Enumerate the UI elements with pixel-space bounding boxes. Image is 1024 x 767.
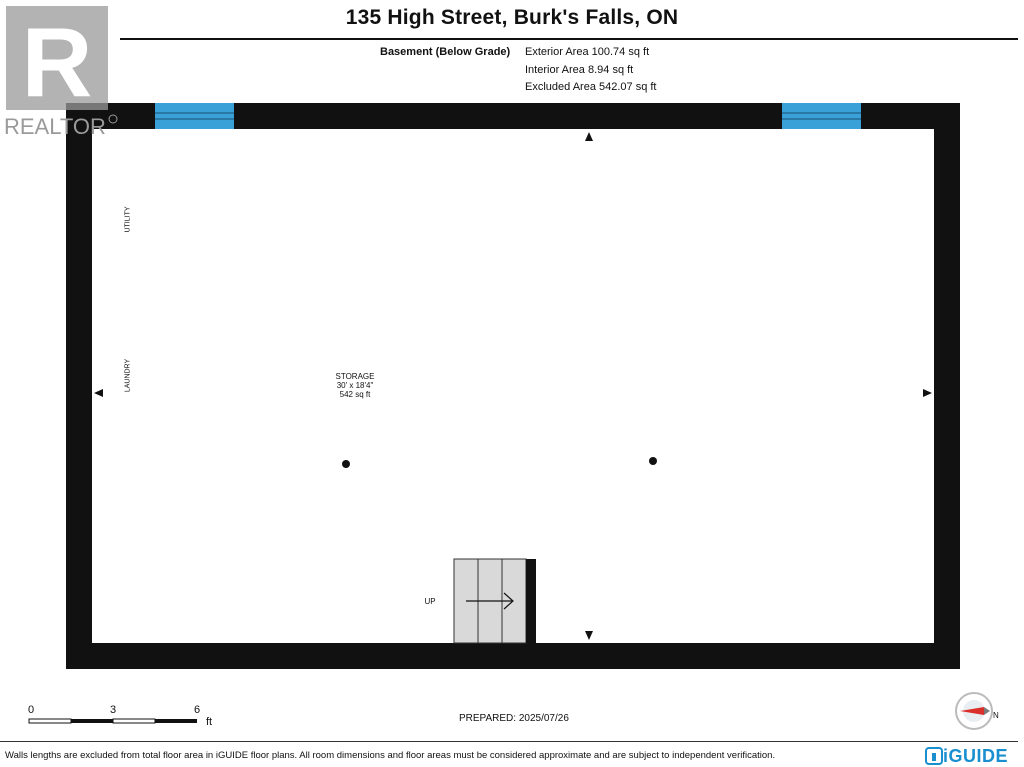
scale-tick-0: 0 xyxy=(28,704,35,716)
room-area: 542 sq ft xyxy=(339,390,371,399)
stairs-label: UP xyxy=(424,597,436,606)
scale-tick-3: 3 xyxy=(110,704,117,716)
level-label: Basement (Below Grade) xyxy=(380,46,511,58)
footer-divider xyxy=(0,741,1018,742)
room-dimensions: 30' x 18'4" xyxy=(336,381,374,390)
header-divider xyxy=(120,38,1018,40)
page-title: 135 High Street, Burk's Falls, ON xyxy=(345,6,679,29)
window-left xyxy=(155,103,234,129)
storage-room-floor xyxy=(92,129,934,643)
dimension-arrow-left xyxy=(94,389,103,397)
exterior-area: Exterior Area 100.74 sq ft xyxy=(525,46,650,58)
window-right xyxy=(782,103,861,129)
realtor-logo: R REALTOR xyxy=(4,6,118,139)
svg-text:R: R xyxy=(22,7,93,117)
excluded-area: Excluded Area 542.07 sq ft xyxy=(525,81,657,93)
staircase xyxy=(453,558,536,644)
scale-unit: ft xyxy=(206,716,213,728)
room-name: STORAGE xyxy=(335,372,375,381)
compass-icon xyxy=(955,692,993,730)
stairs-direction-arrow xyxy=(503,592,514,610)
iguide-wordmark: iGUIDE xyxy=(943,745,1009,766)
iguide-icon xyxy=(925,747,943,765)
dimension-arrow-top xyxy=(585,132,593,141)
svg-text:REALTOR: REALTOR xyxy=(4,114,106,139)
room-label-storage: STORAGE 30' x 18'4" 542 sq ft xyxy=(315,372,395,399)
dimension-arrow-bottom xyxy=(585,631,593,640)
scale-tick-6: 6 xyxy=(194,704,201,716)
interior-area: Interior Area 8.94 sq ft xyxy=(525,64,634,76)
room-label-utility: UTILITY xyxy=(124,206,132,233)
room-label-laundry: LAUNDRY xyxy=(124,358,132,393)
support-post xyxy=(342,460,350,468)
iguide-logo: iGUIDE xyxy=(925,746,1008,766)
prepared-date: PREPARED: 2025/07/26 xyxy=(459,713,569,724)
compass-north-label: N xyxy=(993,711,999,720)
scale-bar xyxy=(28,718,197,724)
dimension-arrow-right xyxy=(923,389,932,397)
support-post xyxy=(649,457,657,465)
disclaimer-text: Walls lengths are excluded from total fl… xyxy=(5,750,776,761)
